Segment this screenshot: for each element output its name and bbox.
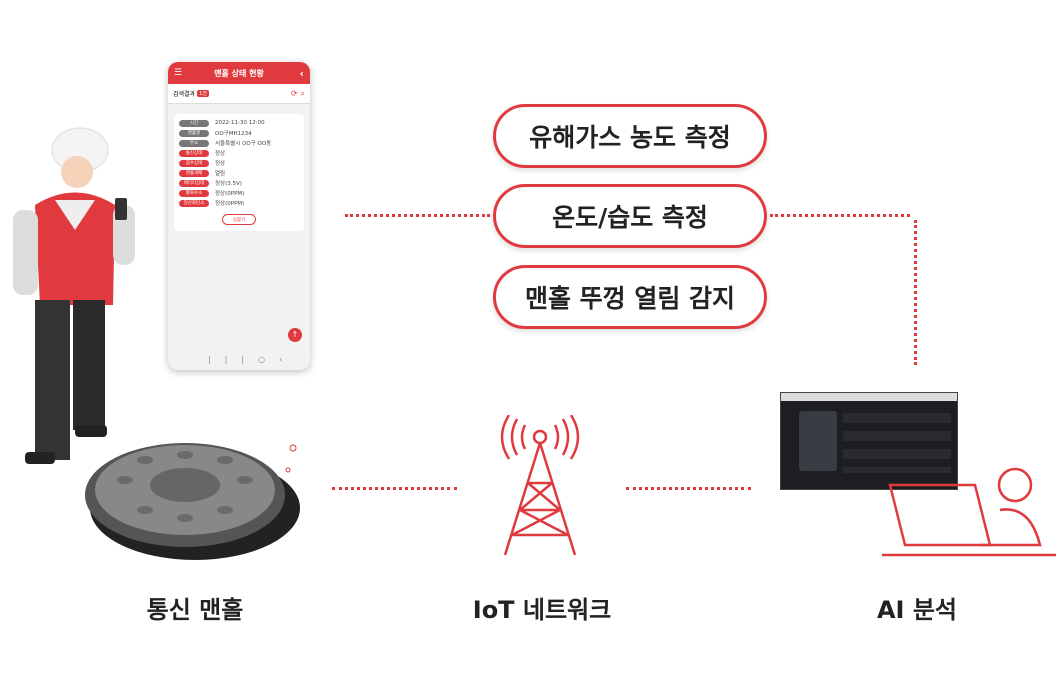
map-panel <box>799 411 837 471</box>
status-value: 정상 <box>215 161 226 167</box>
caption-manhole: 통신 맨홀 <box>146 596 244 624</box>
analyst-icon <box>882 467 1056 557</box>
search-count: 1건 <box>197 90 209 97</box>
status-label: 황화수소 <box>179 189 209 197</box>
feature-gas: 유해가스 농도 측정 <box>493 104 767 168</box>
connector <box>626 487 751 490</box>
status-row: 주소 서울특별시 OO구 OO동 <box>179 138 299 148</box>
connector <box>345 214 490 217</box>
menu-icon[interactable]: ☰ <box>174 68 183 78</box>
connector <box>332 487 457 490</box>
status-value: 열림 <box>215 171 226 177</box>
status-value: 정상 <box>215 151 226 157</box>
status-label: 배터리상태 <box>179 179 209 187</box>
status-value: 정상(0PPM) <box>215 201 245 207</box>
antenna-tower-icon <box>500 415 580 556</box>
manhole-illustration <box>85 443 300 560</box>
search-icon[interactable]: ⌕ <box>300 88 305 98</box>
status-value: 2022-11-30 12:00 <box>215 120 265 126</box>
status-label: 시간 <box>179 119 209 127</box>
caption-ai: AI 분석 <box>876 596 958 624</box>
status-value: 정상(3.5V) <box>215 181 242 187</box>
status-label: 침수상태 <box>179 159 209 167</box>
caption-network: IoT 네트워크 <box>472 596 612 624</box>
status-card: 시간 2022-11-30 12:00 맨홀명 OO구MH1234 주소 서울특별시 OO… <box>174 114 304 231</box>
status-label: 통신상태 <box>179 149 209 157</box>
worker-illustration <box>13 127 135 464</box>
phone-title: 맨홀 상태 현황 <box>214 68 264 78</box>
data-panels <box>843 413 951 473</box>
status-label: 맨홀개폐 <box>179 169 209 177</box>
connector <box>914 220 917 365</box>
status-label: 맨홀명 <box>179 129 209 137</box>
status-row: 황화수소 정상(0PPM) <box>179 188 299 198</box>
status-row: 시간 2022-11-30 12:00 <box>179 118 299 128</box>
refresh-icon[interactable]: ⟳ <box>290 89 298 98</box>
feature-lid-open: 맨홀 뚜껑 열림 감지 <box>493 265 767 329</box>
connector <box>770 214 910 217</box>
status-value: 정상(0PPM) <box>215 191 245 197</box>
status-value: 서울특별시 OO구 OO동 <box>215 141 272 147</box>
phone-mockup: ☰ 맨홀 상태 현황 ‹ 검색결과 1건 ⟳ ⌕ 시간 2022-11-30 12… <box>168 62 310 370</box>
dashboard-monitor <box>780 392 958 490</box>
status-value: OO구MH1234 <box>215 131 252 137</box>
back-icon[interactable]: ‹ <box>299 66 304 80</box>
status-row: 통신상태 정상 <box>179 148 299 158</box>
status-row: 일산화탄소 정상(0PPM) <box>179 198 299 208</box>
scroll-top-button[interactable]: ↑ <box>288 328 302 342</box>
feature-temp-humidity: 온도/습도 측정 <box>493 184 767 248</box>
status-row: 맨홀개폐 열림 <box>179 168 299 178</box>
status-row: 맨홀명 OO구MH1234 <box>179 128 299 138</box>
nav-bar: |||○‹ <box>208 355 297 364</box>
search-result-bar: 검색결과 1건 ⟳ ⌕ <box>168 84 310 104</box>
phone-header: ☰ 맨홀 상태 현황 ‹ <box>168 62 310 84</box>
status-row: 침수상태 정상 <box>179 158 299 168</box>
status-label: 주소 <box>179 139 209 147</box>
status-label: 일산화탄소 <box>179 199 209 207</box>
status-row: 배터리상태 정상(3.5V) <box>179 178 299 188</box>
search-label: 검색결과 <box>173 91 196 98</box>
directions-button[interactable]: 길찾기 <box>222 214 256 225</box>
